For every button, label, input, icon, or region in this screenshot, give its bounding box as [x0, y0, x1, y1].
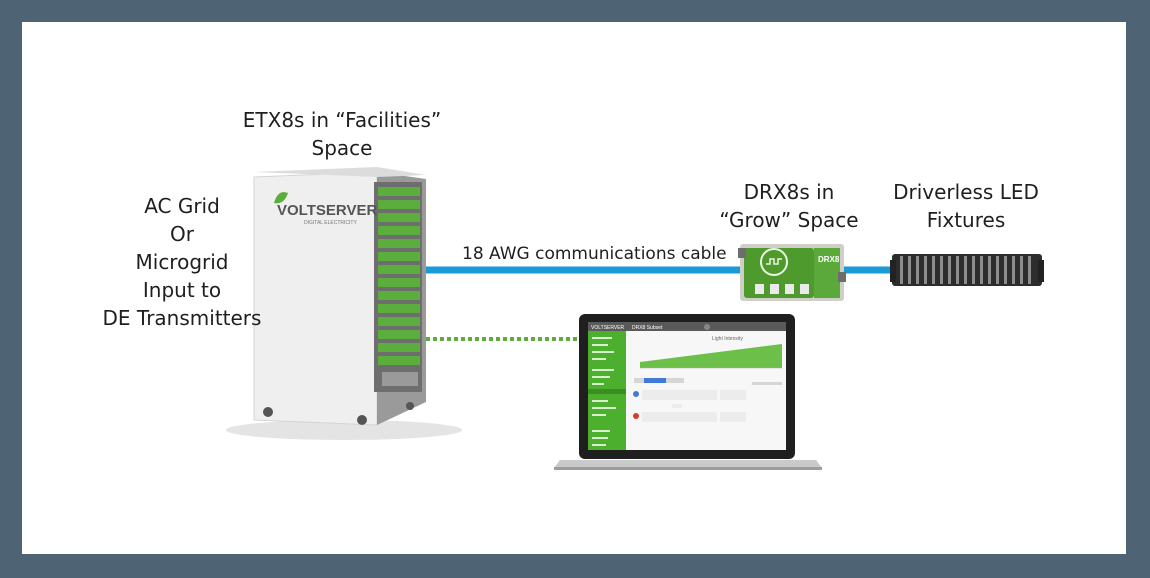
etx8-label-line-2: Space [311, 136, 373, 160]
ac-grid-line-5: DE Transmitters [102, 306, 262, 330]
drx8-unit-label: DRX8 [818, 255, 840, 264]
led-fixture [890, 254, 1044, 286]
drx8-label: DRX8s in “Grow” Space [699, 178, 879, 234]
etx8-label-line-1: ETX8s in “Facilities” [242, 108, 442, 132]
ac-grid-line-3: Microgrid [135, 250, 229, 274]
laptop-screen: VOLTSERVER DRX8 Subset [588, 322, 786, 450]
screen-sidebar [588, 337, 626, 446]
ac-grid-line-2: Or [170, 222, 194, 246]
cable-label: 18 AWG communications cable [462, 244, 727, 264]
screen-chart-title: Light Intensity [712, 336, 743, 342]
drx8-label-line-1: DRX8s in [743, 180, 835, 204]
etx8-label: ETX8s in “Facilities” Space [217, 106, 467, 162]
voltserver-logo: VOLTSERVER DIGITAL ELECTRICITY [274, 192, 377, 226]
voltserver-logo-text: VOLTSERVER [277, 202, 377, 219]
voltserver-logo-tagline: DIGITAL ELECTRICITY [304, 220, 357, 226]
screen-user-icon [704, 324, 710, 330]
laptop: VOLTSERVER DRX8 Subset [554, 314, 822, 470]
etx8-cabinet: VOLTSERVER DIGITAL ELECTRICITY [226, 167, 462, 440]
diagram-art: VOLTSERVER DIGITAL ELECTRICITY DRX8 [226, 167, 1044, 470]
screen-panel-title: DRX8 Subset [632, 325, 663, 331]
ac-grid-line-1: AC Grid [144, 194, 220, 218]
ac-grid-label: AC Grid Or Microgrid Input to DE Transmi… [92, 192, 272, 332]
screen-light-chart [640, 344, 782, 368]
fixtures-label-line-2: Fixtures [926, 208, 1006, 232]
rack-modules [374, 182, 422, 392]
slide-canvas: VOLTSERVER DIGITAL ELECTRICITY DRX8 [22, 22, 1126, 554]
fixtures-label: Driverless LED Fixtures [876, 178, 1056, 234]
ac-grid-line-4: Input to [142, 278, 222, 302]
fixtures-label-line-1: Driverless LED [893, 180, 1039, 204]
drx8-unit: DRX8 [738, 244, 846, 301]
screen-app-name: VOLTSERVER [591, 325, 625, 331]
drx8-label-line-2: “Grow” Space [719, 208, 859, 232]
